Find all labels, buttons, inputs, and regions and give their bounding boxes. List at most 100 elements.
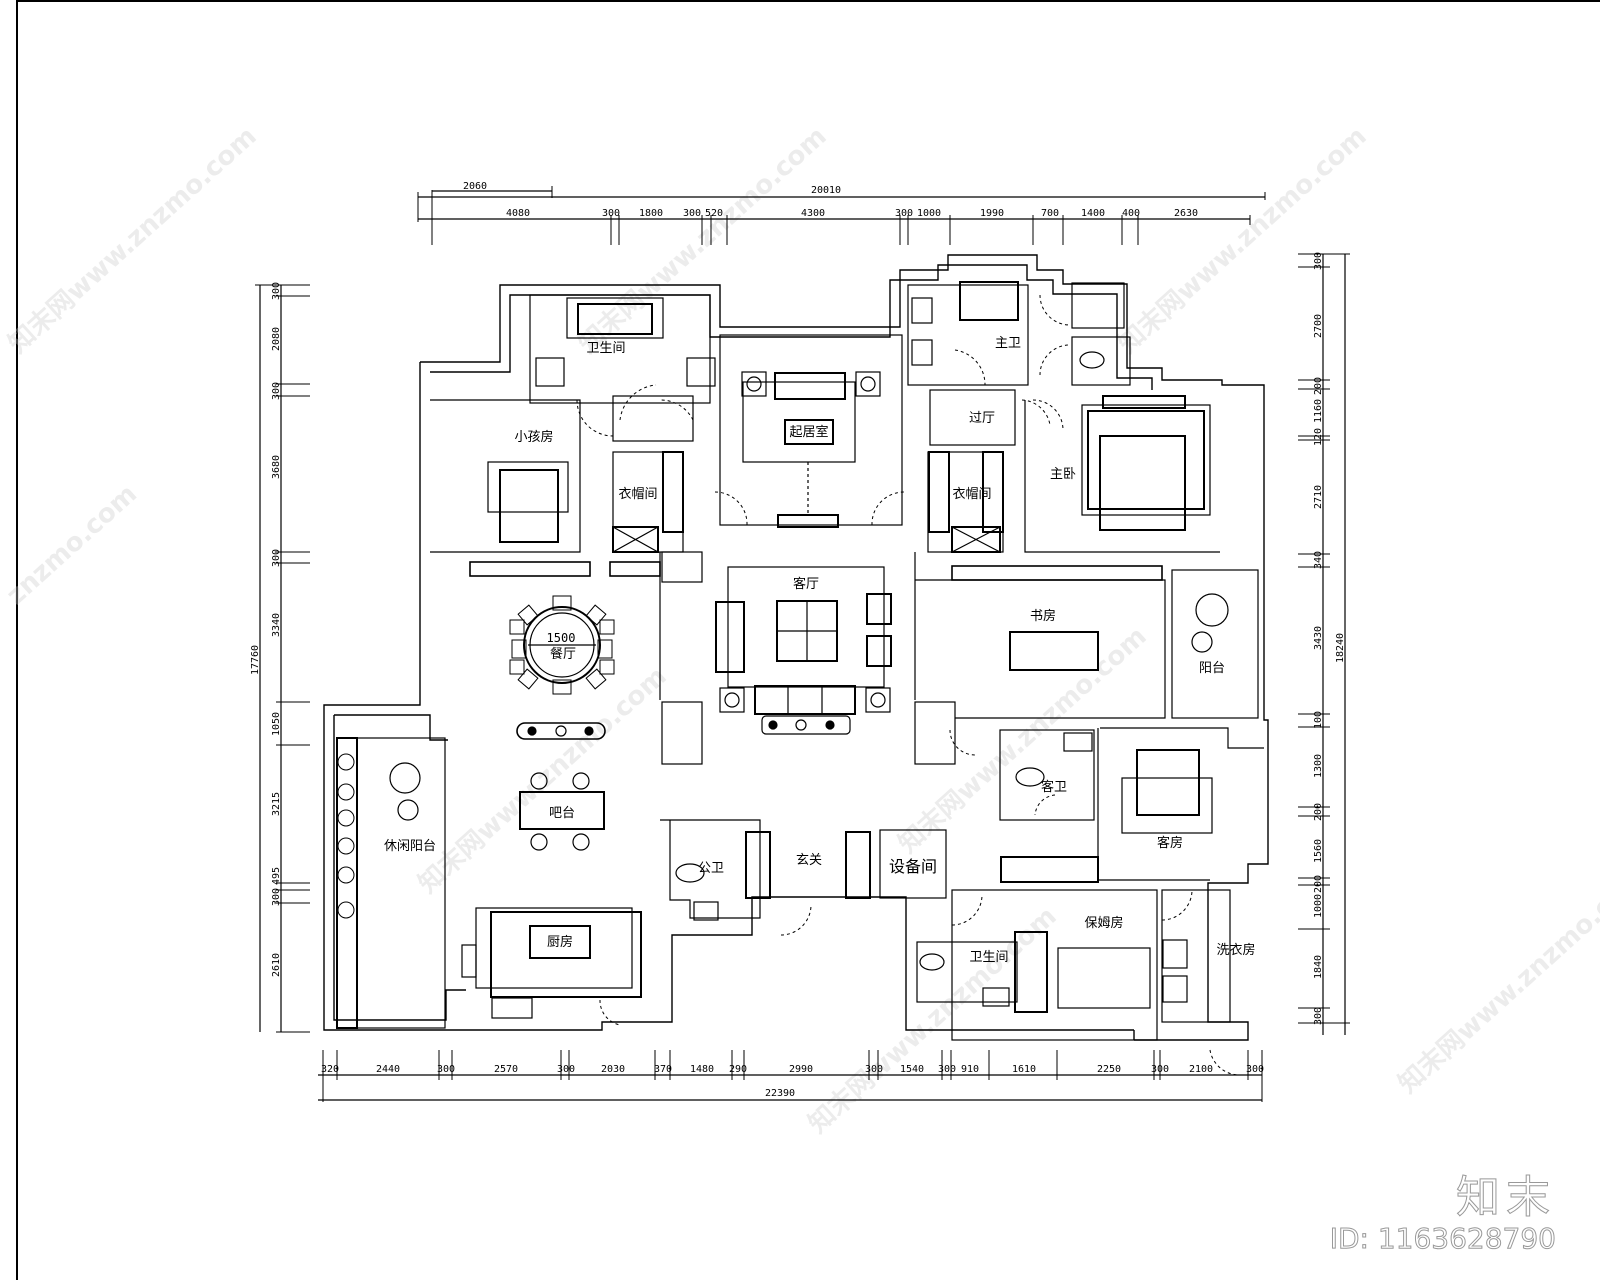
dim-bottom: 320 (321, 1064, 339, 1075)
dim-top: 1400 (1081, 208, 1105, 219)
dim-bottom: 300 (557, 1064, 575, 1075)
dim-right: 2710 (1313, 485, 1324, 509)
room-label-bar: 吧台 (549, 806, 575, 821)
room-label-nanny-bath: 卫生间 (969, 950, 1008, 965)
interior-walls (336, 281, 1264, 1041)
room-label-hallway: 过厅 (969, 411, 995, 426)
dim-top: 300 (602, 208, 620, 219)
furniture (337, 297, 1229, 1019)
dim-left: 2610 (271, 953, 282, 977)
dim-top: 1990 (980, 208, 1004, 219)
room-label-nanny-room: 保姆房 (1084, 915, 1123, 931)
dim-top: 1000 (917, 208, 941, 219)
dim-left-chain: 300 2080 300 3680 300 3340 1050 3215 495… (271, 282, 282, 977)
dim-right: 2700 (1313, 314, 1324, 338)
dim-bottom: 1540 (900, 1064, 924, 1075)
dim-top-partial: 2060 (463, 181, 487, 192)
dim-right: 3430 (1313, 626, 1324, 650)
dim-top: 4300 (801, 208, 825, 219)
room-labels: 卫生间 起居室 主卫 小孩房 衣帽间 过厅 衣帽间 主卧 客厅 书房 阳台 餐厅… (384, 336, 1256, 965)
brand-watermark: 知末 ID: 1163628790 (1329, 1172, 1556, 1256)
room-label-laundry: 洗衣房 (1216, 942, 1255, 958)
room-label-family-room: 起居室 (789, 424, 828, 440)
dim-right: 200 (1313, 875, 1324, 893)
dim-bottom: 290 (729, 1064, 747, 1075)
dim-right: 100 (1313, 711, 1324, 729)
door-swings (576, 294, 1239, 1076)
dim-bottom: 300 (437, 1064, 455, 1075)
dim-top: 2630 (1174, 208, 1198, 219)
dim-top: 1800 (639, 208, 663, 219)
room-label-small-bathroom: 卫生间 (586, 341, 625, 356)
dim-right-chain: 300 2700 200 1160 120 2710 340 3430 100 … (1313, 252, 1324, 1025)
room-label-equipment-room: 设备间 (889, 857, 937, 876)
dimension-lines (255, 186, 1350, 1102)
room-label-dining-room: 餐厅 (550, 646, 576, 662)
room-label-master-bedroom: 主卧 (1050, 467, 1076, 482)
dim-right: 1300 (1313, 754, 1324, 778)
dim-left: 3680 (271, 455, 282, 479)
dim-bottom: 2100 (1189, 1064, 1213, 1075)
dim-right: 340 (1313, 551, 1324, 569)
dim-right: 200 (1313, 377, 1324, 395)
room-label-master-bath: 主卫 (995, 336, 1021, 351)
dim-bottom: 2440 (376, 1064, 400, 1075)
dim-bottom-chain: 320 2440 300 2570 300 2030 370 1480 290 … (321, 1064, 1264, 1075)
dim-right: 1000 (1313, 894, 1324, 918)
room-label-study: 书房 (1030, 608, 1056, 624)
room-label-living-room: 客厅 (793, 576, 819, 592)
dim-left: 300 (271, 888, 282, 906)
dim-left: 2080 (271, 327, 282, 351)
room-label-small-bedroom: 小孩房 (514, 429, 553, 445)
dim-bottom: 370 (654, 1064, 672, 1075)
dim-bottom: 1610 (1012, 1064, 1036, 1075)
room-label-leisure-balcony: 休闲阳台 (384, 839, 436, 854)
dim-bottom: 300 (865, 1064, 883, 1075)
dim-left: 300 (271, 382, 282, 400)
room-label-closet-right: 衣帽间 (952, 486, 991, 502)
dim-left: 1050 (271, 712, 282, 736)
dim-top: 4080 (506, 208, 530, 219)
dim-bottom: 300 (938, 1064, 956, 1075)
room-label-balcony: 阳台 (1199, 661, 1225, 676)
dim-top: 300 (895, 208, 913, 219)
dim-left: 3215 (271, 792, 282, 816)
dim-right-overall: 18240 (1335, 633, 1346, 663)
room-label-guest-bath: 客卫 (1041, 779, 1067, 795)
dim-right: 300 (1313, 1007, 1324, 1025)
dim-bottom: 2990 (789, 1064, 813, 1075)
room-label-closet-left: 衣帽间 (618, 486, 657, 502)
room-label-public-bath: 公卫 (698, 861, 724, 876)
dim-bottom: 2570 (494, 1064, 518, 1075)
dim-right: 1560 (1313, 839, 1324, 863)
dim-right: 200 (1313, 803, 1324, 821)
dim-left: 3340 (271, 613, 282, 637)
dim-bottom: 2030 (601, 1064, 625, 1075)
room-label-kitchen: 厨房 (547, 934, 573, 950)
dim-top: 400 (1122, 208, 1140, 219)
brand-logo: 知末 (1455, 1172, 1556, 1223)
dim-left: 300 (271, 549, 282, 567)
dim-left: 300 (271, 282, 282, 300)
dim-right: 1160 (1313, 399, 1324, 423)
dim-top-overall: 20010 (811, 185, 841, 196)
dim-bottom: 2250 (1097, 1064, 1121, 1075)
room-label-guest-room: 客房 (1157, 835, 1183, 851)
dim-left-overall: 17760 (250, 645, 261, 675)
dim-bottom: 300 (1246, 1064, 1264, 1075)
dim-bottom: 300 (1151, 1064, 1169, 1075)
dim-top: 700 (1041, 208, 1059, 219)
dim-bottom: 1480 (690, 1064, 714, 1075)
drawing-frame (16, 0, 1600, 1280)
dim-bottom: 910 (961, 1064, 979, 1075)
room-label-foyer: 玄关 (796, 853, 822, 868)
dim-left: 495 (271, 867, 282, 885)
dim-right: 1840 (1313, 955, 1324, 979)
table-diameter-label: 1500 (547, 631, 576, 645)
dimension-labels: 20010 2060 4080 300 1800 300 520 4300 30… (250, 181, 1346, 1099)
dim-top: 520 (705, 208, 723, 219)
dim-right: 120 (1313, 428, 1324, 446)
dim-right: 300 (1313, 252, 1324, 270)
dim-bottom-overall: 22390 (765, 1088, 795, 1099)
